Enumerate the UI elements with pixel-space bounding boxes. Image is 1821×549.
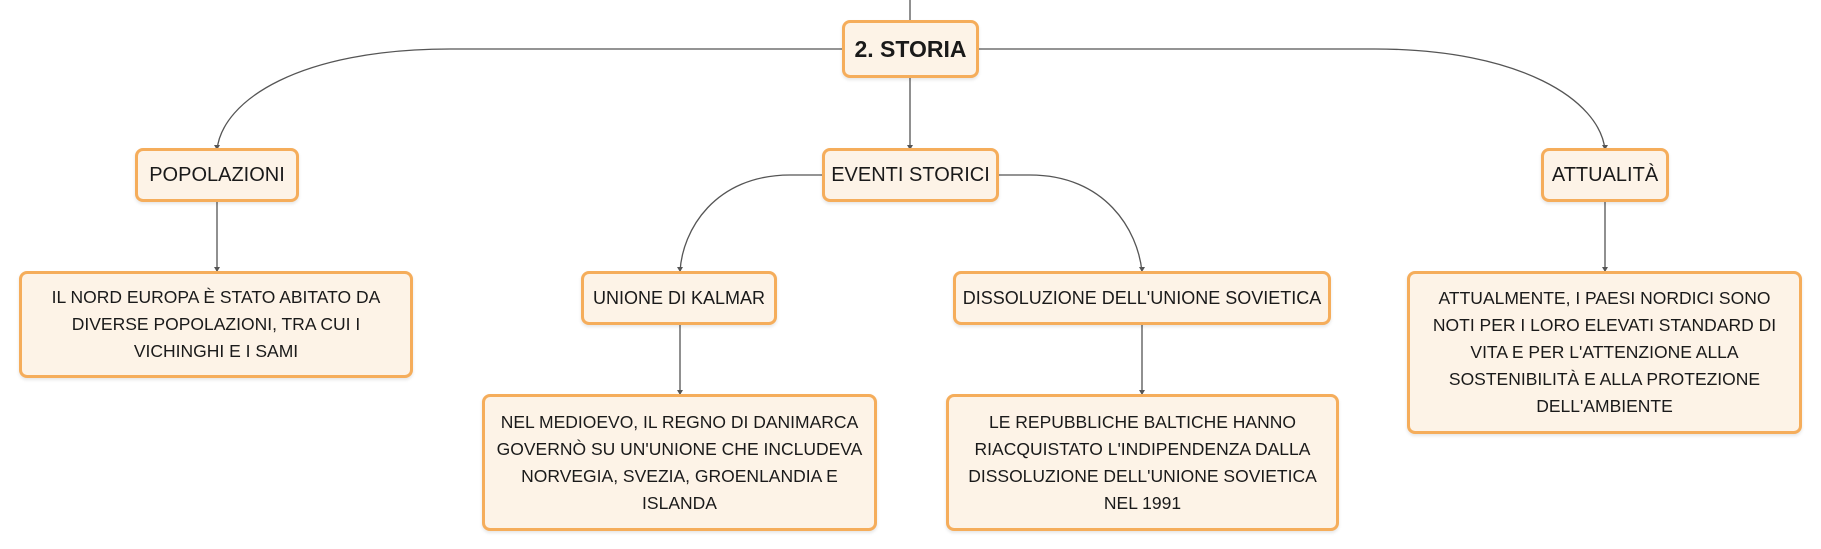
subbranch-node-unione-kalmar[interactable]: UNIONE DI KALMAR [581, 271, 777, 325]
subbranch-label-dissoluzione: DISSOLUZIONE DELL'UNIONE SOVIETICA [962, 287, 1322, 308]
connector-eventi-kalmar [679, 174, 822, 273]
subbranch-node-dissoluzione[interactable]: DISSOLUZIONE DELL'UNIONE SOVIETICA [953, 271, 1331, 325]
leaf-node-popolazioni[interactable]: IL NORD EUROPA È STATO ABITATO DA DIVERS… [19, 271, 413, 378]
arrowhead [1602, 267, 1608, 272]
arrowhead [1602, 145, 1608, 150]
arrowhead [677, 390, 683, 395]
branch-node-attualita[interactable]: ATTUALITÀ [1541, 148, 1669, 202]
connector-eventi-dissoluzione [998, 174, 1143, 273]
branch-label-popolazioni: POPOLAZIONI [149, 163, 285, 186]
arrowhead [1139, 267, 1145, 272]
leaf-text-popolazioni: IL NORD EUROPA È STATO ABITATO DA DIVERS… [51, 287, 381, 361]
leaf-text-unione-kalmar: NEL MEDIOEVO, IL REGNO DI DANIMARCA GOVE… [496, 411, 863, 513]
leaf-text-attualita: ATTUALMENTE, I PAESI NORDICI SONO NOTI P… [1432, 288, 1777, 416]
connector-root-attualita [979, 48, 1606, 151]
arrowhead [907, 145, 913, 150]
arrowhead [1139, 390, 1145, 395]
root-node[interactable]: 2. STORIA [842, 20, 979, 78]
leaf-text-dissoluzione: LE REPUBBLICHE BALTICHE HANNO RIACQUISTA… [968, 411, 1317, 513]
root-label: 2. STORIA [854, 35, 967, 62]
arrowhead [677, 267, 683, 272]
branch-label-attualita: ATTUALITÀ [1551, 163, 1659, 186]
connector-root-popolazioni [216, 48, 842, 151]
leaf-node-dissoluzione[interactable]: LE REPUBBLICHE BALTICHE HANNO RIACQUISTA… [946, 394, 1339, 531]
branch-label-eventi-storici: EVENTI STORICI [831, 163, 990, 186]
leaf-node-unione-kalmar[interactable]: NEL MEDIOEVO, IL REGNO DI DANIMARCA GOVE… [482, 394, 877, 531]
branch-node-eventi-storici[interactable]: EVENTI STORICI [822, 148, 999, 202]
leaf-node-attualita[interactable]: ATTUALMENTE, I PAESI NORDICI SONO NOTI P… [1407, 271, 1802, 434]
arrowhead [214, 267, 220, 272]
subbranch-label-unione-kalmar: UNIONE DI KALMAR [592, 287, 766, 308]
arrowhead [214, 145, 220, 150]
branch-node-popolazioni[interactable]: POPOLAZIONI [135, 148, 299, 202]
